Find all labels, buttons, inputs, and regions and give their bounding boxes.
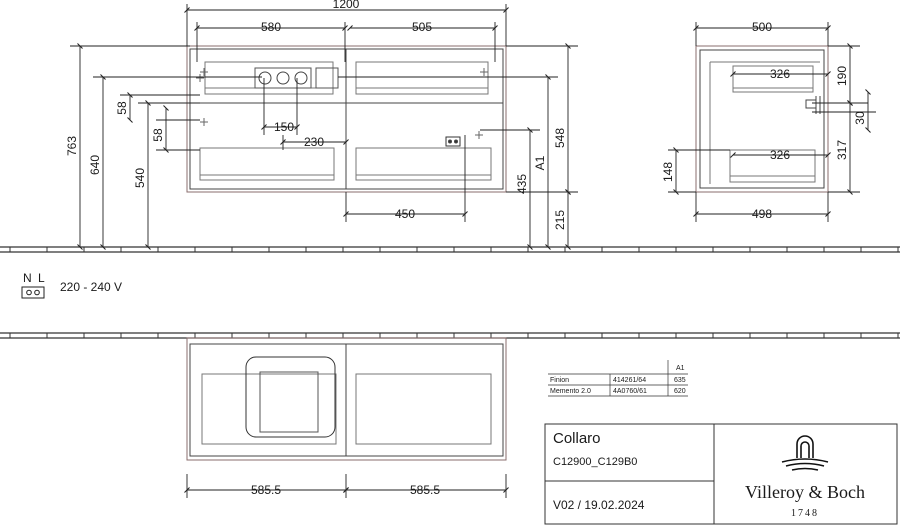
dim-317: 317 [835,140,849,160]
plan-view-dimensions [184,474,509,498]
dim-580: 580 [261,20,281,34]
dim-150: 150 [274,120,294,134]
table-row-1-value: 635 [674,377,686,384]
front-view-dimensions [70,4,578,250]
table-row-2-name: Memento 2.0 [550,388,591,395]
front-view-cabinet [186,45,507,193]
dim-500: 500 [752,20,772,34]
dim-326-upper: 326 [770,67,790,81]
floor-line [0,246,900,253]
dim-450: 450 [395,207,415,221]
dim-540: 540 [133,168,147,188]
plan-view-cabinet [186,337,507,461]
dim-548: 548 [553,128,567,148]
plan-view-labels: 585.5 585.5 [251,483,440,497]
side-view-dimensions [668,22,876,222]
floor-hatch-marks [9,247,899,252]
socket-icon [21,286,45,299]
dim-1200: 1200 [333,0,360,11]
front-view-labels: 1200 580 505 763 640 58 540 58 150 230 4… [65,0,567,230]
power-legend: N L 220 - 240 V [21,271,122,299]
dim-585-5-left: 585.5 [251,483,281,497]
dim-A1: A1 [533,155,547,170]
table-header-a1: A1 [676,365,685,372]
table-row-2-value: 620 [674,388,686,395]
dim-148: 148 [661,162,675,182]
wall-line [0,332,900,339]
dim-215: 215 [553,210,567,230]
brand-year: 1748 [791,508,819,519]
brand-name: Villeroy & Boch [745,482,865,502]
dim-498: 498 [752,207,772,221]
dim-585-5-right: 585.5 [410,483,440,497]
dim-763: 763 [65,136,79,156]
table-row-1-name: Finion [550,377,569,384]
product-name: Collaro [553,430,601,447]
wall-hatch-marks [9,333,899,338]
dim-435: 435 [515,174,529,194]
dim-326-lower: 326 [770,148,790,162]
version-date: V02 / 19.02.2024 [553,498,645,512]
side-view-cabinet [695,45,829,193]
label-l: L [38,271,45,285]
table-row-1-code: 414261/64 [613,377,646,384]
dim-58-upper: 58 [115,101,129,115]
title-block: Collaro C12900_C129B0 V02 / 19.02.2024 V… [544,423,898,525]
label-n: N [23,271,32,285]
product-code: C12900_C129B0 [553,456,637,468]
dim-190: 190 [835,66,849,86]
villeroy-boch-logo-icon [781,435,829,471]
dim-505: 505 [412,20,432,34]
dim-58-lower: 58 [151,128,165,142]
dim-640: 640 [88,155,102,175]
voltage-label: 220 - 240 V [60,280,122,294]
table-row-2-code: 4A0760/61 [613,388,647,395]
side-view-labels: 500 326 326 498 190 30 317 148 [661,20,867,221]
dim-230: 230 [304,135,324,149]
dim-30: 30 [853,111,867,125]
variant-table: A1 Finion 414261/64 635 Memento 2.0 4A07… [548,360,688,397]
